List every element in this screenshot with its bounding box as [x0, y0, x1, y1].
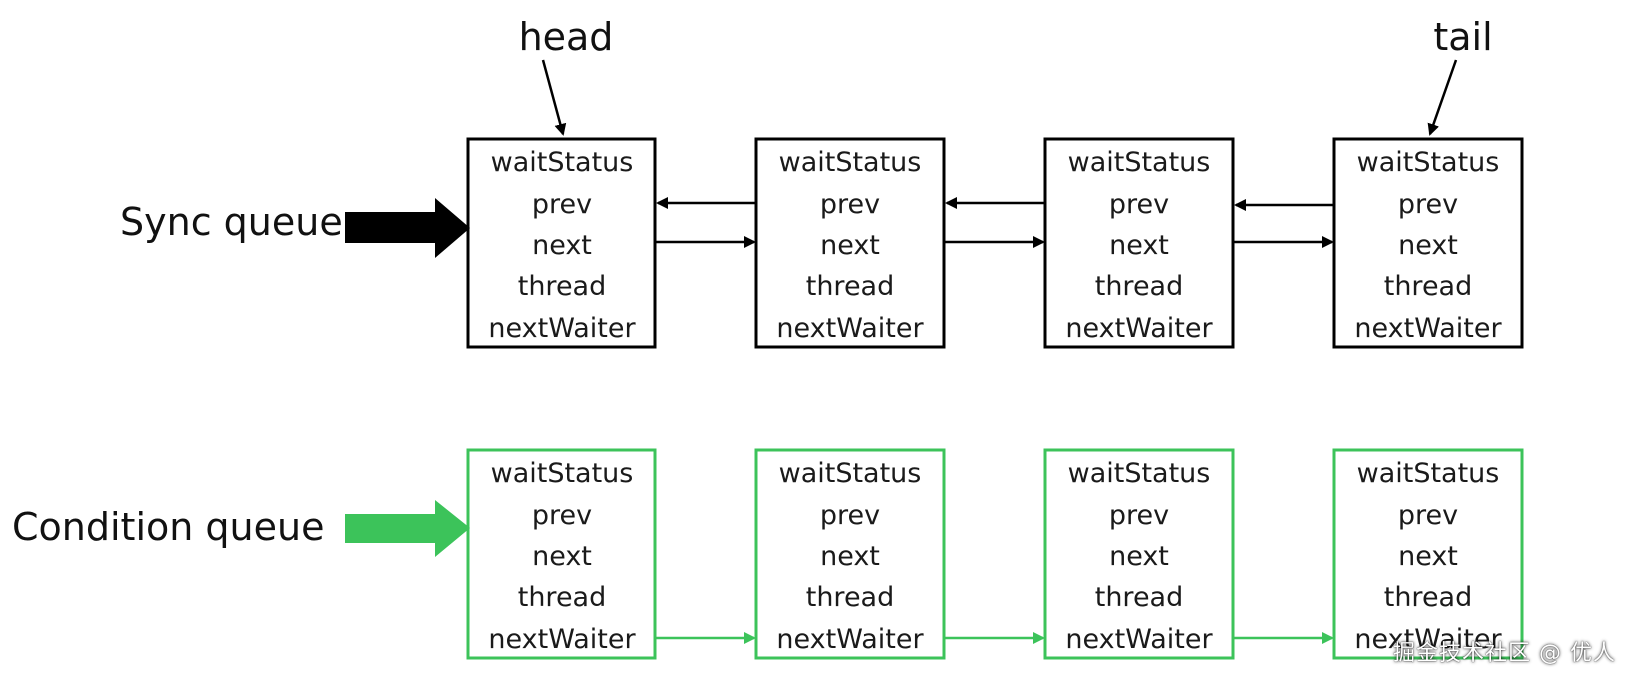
condition-node-4: waitStatus prev next thread nextWaiter — [1332, 448, 1524, 660]
node-field-waitstatus: waitStatus — [1357, 147, 1500, 178]
node-field-next: next — [1109, 230, 1169, 261]
node-field-waitstatus: waitStatus — [1068, 458, 1211, 489]
node-field-nextwaiter: nextWaiter — [1354, 313, 1502, 344]
node-field-prev: prev — [1398, 189, 1458, 220]
node-field-prev: prev — [820, 189, 880, 220]
node-field-next: next — [1398, 541, 1458, 572]
node-field-prev: prev — [1109, 500, 1169, 531]
node-field-prev: prev — [1109, 189, 1169, 220]
node-field-waitstatus: waitStatus — [491, 147, 634, 178]
node-field-nextwaiter: nextWaiter — [776, 313, 924, 344]
node-field-thread: thread — [1095, 582, 1184, 613]
node-field-thread: thread — [806, 582, 895, 613]
node-field-waitstatus: waitStatus — [1068, 147, 1211, 178]
node-field-prev: prev — [820, 500, 880, 531]
node-field-thread: thread — [518, 271, 607, 302]
node-field-nextwaiter: nextWaiter — [488, 624, 636, 655]
sync-node-3: waitStatus prev next thread nextWaiter — [1043, 137, 1235, 349]
sync-queue-entry-arrow — [345, 198, 470, 258]
node-field-prev: prev — [532, 189, 592, 220]
node-field-prev: prev — [1398, 500, 1458, 531]
node-field-next: next — [1109, 541, 1169, 572]
condition-node-2: waitStatus prev next thread nextWaiter — [754, 448, 946, 660]
node-field-next: next — [532, 230, 592, 261]
watermark: 掘金技术社区 @ 优人 — [1393, 641, 1616, 666]
node-field-nextwaiter: nextWaiter — [1354, 624, 1502, 655]
node-field-prev: prev — [532, 500, 592, 531]
node-field-next: next — [1398, 230, 1458, 261]
sync-node-4: waitStatus prev next thread nextWaiter — [1332, 137, 1524, 349]
node-field-nextwaiter: nextWaiter — [1065, 313, 1213, 344]
sync-queue-label: Sync queue — [120, 200, 343, 244]
node-field-next: next — [532, 541, 592, 572]
sync-node-1: waitStatus prev next thread nextWaiter — [466, 137, 657, 349]
condition-queue-entry-arrow — [345, 500, 470, 557]
node-field-next: next — [820, 541, 880, 572]
sync-node-2: waitStatus prev next thread nextWaiter — [754, 137, 946, 349]
node-field-thread: thread — [518, 582, 607, 613]
tail-label: tail — [1433, 15, 1492, 59]
node-field-waitstatus: waitStatus — [779, 147, 922, 178]
node-field-waitstatus: waitStatus — [1357, 458, 1500, 489]
condition-node-1: waitStatus prev next thread nextWaiter — [466, 448, 657, 660]
tail-pointer-arrow — [1427, 59, 1458, 136]
node-field-next: next — [820, 230, 880, 261]
node-field-thread: thread — [1384, 271, 1473, 302]
node-field-thread: thread — [1095, 271, 1184, 302]
head-label: head — [519, 15, 614, 59]
node-field-nextwaiter: nextWaiter — [488, 313, 636, 344]
condition-node-3: waitStatus prev next thread nextWaiter — [1043, 448, 1235, 660]
node-field-nextwaiter: nextWaiter — [776, 624, 924, 655]
head-pointer-arrow — [541, 59, 567, 136]
node-field-waitstatus: waitStatus — [491, 458, 634, 489]
node-field-thread: thread — [1384, 582, 1473, 613]
node-field-thread: thread — [806, 271, 895, 302]
node-field-nextwaiter: nextWaiter — [1065, 624, 1213, 655]
node-field-waitstatus: waitStatus — [779, 458, 922, 489]
condition-queue-label: Condition queue — [12, 505, 324, 549]
